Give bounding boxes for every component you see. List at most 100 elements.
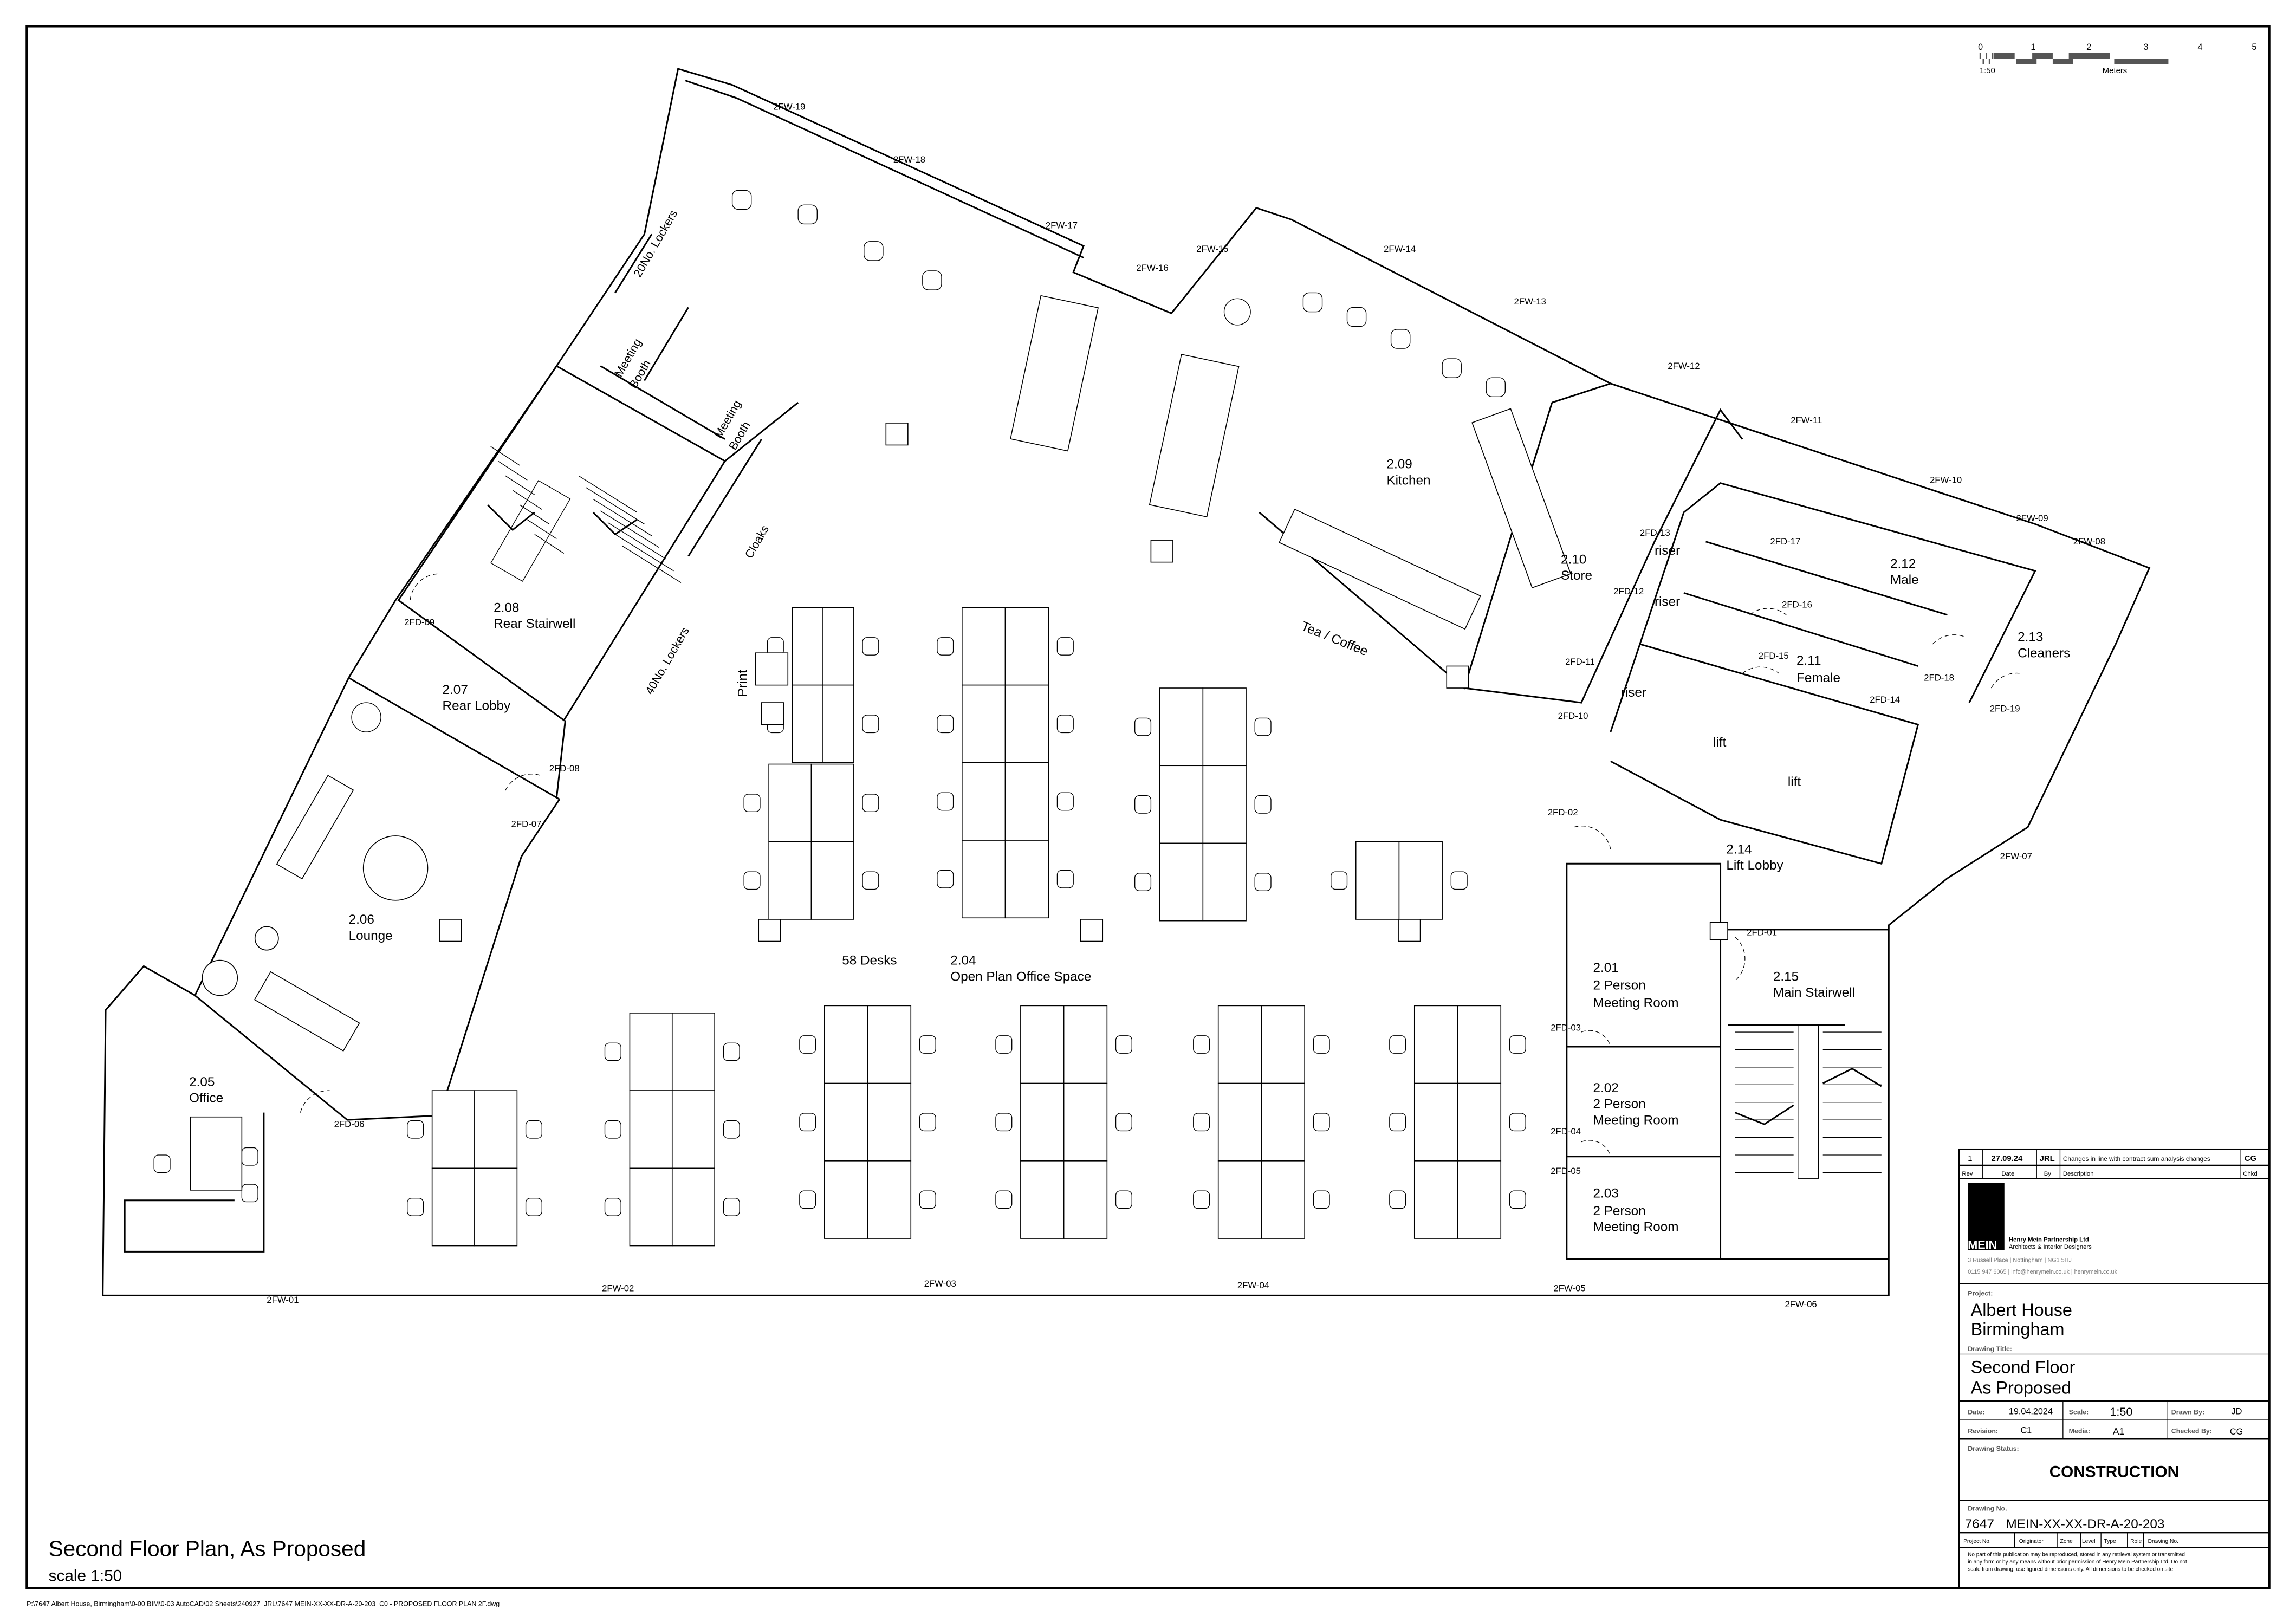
door-tag: 2FD-08 — [549, 763, 580, 774]
project-number: 7647 — [1965, 1517, 1994, 1532]
desk — [474, 1090, 518, 1169]
chair-icon — [995, 1113, 1013, 1132]
cloaks-label: Cloaks — [742, 523, 771, 561]
stool-icon — [731, 190, 752, 210]
project-label: Project: — [1968, 1289, 1993, 1297]
desk — [792, 607, 823, 686]
stair-treads — [490, 446, 1882, 1179]
desk — [867, 1082, 912, 1162]
room-number: 2.03 — [1593, 1186, 1618, 1201]
window-tag: 2FW-12 — [1668, 361, 1700, 371]
scale-segment — [2032, 53, 2053, 59]
desk — [671, 1167, 715, 1247]
window-tag: 2FW-04 — [1237, 1280, 1269, 1290]
checked-by-label: Checked By: — [2171, 1427, 2212, 1435]
sheet-border — [25, 25, 2271, 1589]
scale-tick-0: 0 — [1978, 42, 1983, 52]
desk — [962, 840, 1006, 919]
chair-icon — [862, 871, 879, 890]
revision-label: Revision: — [1968, 1427, 1998, 1435]
room-number: 2.08 — [494, 601, 519, 615]
stool-icon — [1442, 358, 1462, 378]
room-name: 2 Person — [1593, 1097, 1645, 1112]
media-label: Media: — [2069, 1427, 2090, 1435]
desk — [629, 1013, 673, 1091]
chair-icon — [1056, 792, 1074, 811]
desk — [1004, 762, 1049, 841]
room-name: Meeting Room — [1593, 1220, 1678, 1235]
desk — [474, 1167, 518, 1247]
window-tag: 2FW-16 — [1136, 263, 1168, 273]
chair-icon — [743, 871, 761, 890]
desk — [962, 684, 1006, 763]
room-number: 2.06 — [349, 912, 374, 927]
company-contact: 0115 947 6065 | info@henrymein.co.uk | h… — [1968, 1269, 2117, 1275]
door-tag: 2FD-06 — [334, 1119, 365, 1130]
window-tag: 2FW-09 — [2016, 513, 2048, 523]
scale-bar: 0 1 2 3 4 5 1:50 Meters — [1978, 42, 2256, 75]
window-tag: 2FW-08 — [2073, 536, 2105, 547]
desk — [671, 1090, 715, 1169]
desk — [962, 607, 1006, 686]
scale-segment — [1988, 59, 1990, 64]
desk — [768, 763, 812, 842]
desk — [1261, 1005, 1305, 1084]
door-tag: 2FD-02 — [1548, 807, 1578, 818]
desk — [822, 684, 854, 763]
room-name: Main Stairwell — [1773, 985, 1855, 1000]
plant-icon — [1223, 298, 1251, 326]
scale-segment — [1986, 53, 1988, 59]
scale-label: Scale: — [2069, 1408, 2089, 1416]
drawn-by-label: Drawn By: — [2171, 1408, 2204, 1416]
chair-icon — [937, 870, 954, 888]
room-number: 2.15 — [1773, 969, 1799, 984]
kitchen-tables — [1010, 295, 1572, 630]
scale-segment — [2068, 53, 2110, 59]
window-tag: 2FW-03 — [924, 1279, 956, 1289]
chair-icon — [1056, 637, 1074, 656]
columns — [439, 423, 1728, 942]
scale-segment — [2052, 59, 2073, 64]
window-tag: 2FW-10 — [1930, 475, 1962, 485]
chair-icon — [525, 1120, 542, 1139]
chair-icon — [937, 715, 954, 734]
chair-icon — [1509, 1190, 1526, 1209]
room-number: 2.04 — [950, 953, 976, 968]
chair-icon — [799, 1035, 816, 1054]
desk — [1159, 687, 1204, 767]
room-name: 2 Person — [1593, 978, 1645, 993]
chair-icon — [862, 637, 879, 656]
lift-label: lift — [1788, 775, 1801, 789]
chair-icon — [407, 1120, 424, 1139]
desk — [1457, 1005, 1502, 1084]
chair-icon — [1313, 1035, 1330, 1054]
chkd-header: Chkd — [2243, 1171, 2257, 1177]
door-tag: 2FD-11 — [1565, 657, 1595, 667]
stair-tread — [520, 504, 550, 524]
desk — [1159, 842, 1204, 922]
plant-icon — [351, 702, 381, 732]
chair-icon — [241, 1184, 258, 1203]
lift-label: lift — [1713, 735, 1727, 750]
room-name: 2 Person — [1593, 1204, 1645, 1218]
chair-icon — [604, 1120, 621, 1139]
chair-icon — [723, 1042, 740, 1061]
drawn-by-value: JD — [2232, 1406, 2242, 1416]
desk — [1004, 684, 1049, 763]
desk — [1217, 1160, 1262, 1239]
room-number: 2.07 — [443, 683, 468, 697]
disclaimer: in any form or by any means without prio… — [1968, 1559, 2187, 1565]
room-name: Store — [1561, 568, 1592, 583]
rev-description: Changes in line with contract sum analys… — [2063, 1155, 2210, 1163]
stair-tread — [615, 534, 674, 572]
office-desk — [190, 1116, 243, 1191]
stair-tread — [490, 446, 521, 466]
chair-icon — [1254, 873, 1272, 891]
room-number: 2.09 — [1386, 457, 1412, 472]
code-header: Drawing No. — [2148, 1539, 2178, 1545]
scale-tick-5: 5 — [2252, 42, 2256, 52]
chair-icon — [862, 794, 879, 813]
room-number: 2.02 — [1593, 1081, 1618, 1095]
stool-icon — [864, 241, 884, 261]
